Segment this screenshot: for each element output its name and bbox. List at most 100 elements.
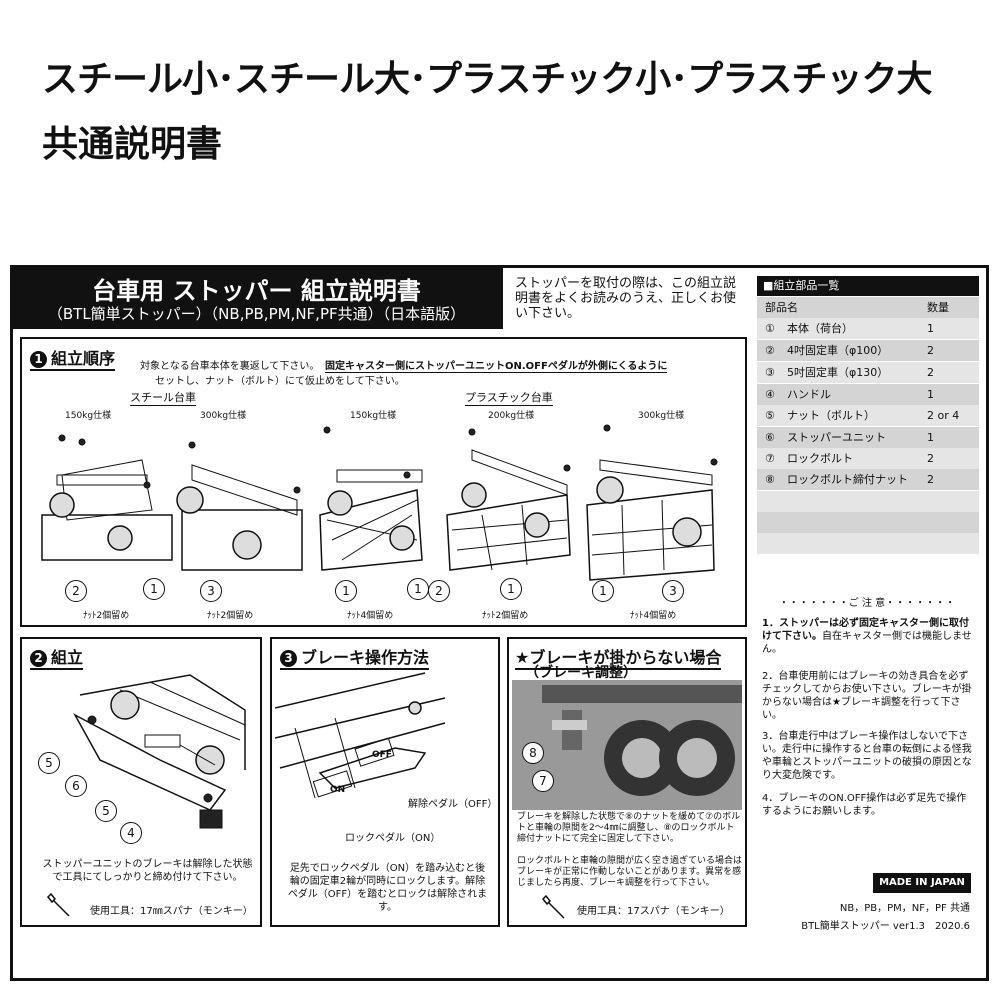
section-brake-operation [270,637,500,927]
fix-label: ﾅｯﾄ2個留め [207,611,254,621]
section1-title-text: 組立順序 [51,349,116,368]
lock-pedal-label: ロックペダル（ON） [345,833,441,844]
section4-tool: 使用工具：17スパナ（モンキー） [577,906,730,917]
callout-1: 1 [335,580,357,602]
section4-title: ★ブレーキが掛からない場合 [515,644,722,670]
document-title: スチール小･スチール大･プラスチック小･プラスチック大 [42,59,933,100]
section-assembly [20,637,262,927]
callout-3: 3 [200,580,222,602]
callout-1: 1 [407,578,429,600]
made-in-japan-badge: MADE IN JAPAN [873,873,971,893]
assembly-diagrams [41,424,718,581]
parts-row-empty [757,491,979,513]
plastic-cart-200-diagram [446,428,571,571]
callout-1: 1 [500,578,522,600]
document-subtitle: 共通説明書 [42,124,223,165]
note-emphasis: 1．ストッパーは必ず固定キャスター側に取付けて下さい。 [762,618,969,642]
parts-row: ② 4吋固定車（φ100） 2 [757,340,979,362]
note-item: 4．ブレーキのON.OFF操作は必ず足先で操作するようにお願いします。 [762,793,967,817]
note-text: 自在キャスター側では機能しません。 [762,631,972,655]
parts-row: ④ ハンドル 1 [757,384,979,406]
part-qty: 2 [927,366,934,379]
callout-2: 2 [428,580,450,602]
part-name: 本体（荷台） [787,322,853,335]
spec-label: 300kg仕様 [200,411,247,421]
footer-version: BTL簡単ストッパー ver1.3 2020.6 [801,921,970,932]
section2-number: 2 [30,650,47,667]
parts-row-empty [757,533,979,555]
pedal-on-marking: ON [330,785,346,795]
section1-number: 1 [30,351,47,368]
footer-models: NB，PB，PM，NF，PF 共通 [839,903,970,914]
callout-5: 5 [38,752,60,774]
callout-8: 8 [522,742,544,764]
intro-text: ストッパーを取付の際は、この組立説明書をよくお読みのうえ、正しくお使い下さい。 [515,276,737,321]
parts-row: ⑦ ロックボルト 2 [757,448,979,470]
part-name: ロックボルト [787,452,853,465]
wrench-icon [541,894,565,919]
fix-label: ﾅｯﾄ4個留め [630,611,677,621]
spec-label: 150kg仕様 [65,411,112,421]
spec-label: 200kg仕様 [488,411,535,421]
callout-1: 1 [592,580,614,602]
plastic-cart-300-diagram [586,424,718,581]
steel-cart-300-diagram [176,441,303,571]
part-number: ⑦ [765,452,775,465]
section2-tool: 使用工具：17㎜スパナ（モンキー） [90,906,253,917]
wrench-icon [46,892,70,917]
part-name: ハンドル [787,388,831,401]
callout-4: 4 [120,822,142,844]
assembly-detail-diagram [73,674,246,829]
note-item: 3．台車走行中はブレーキ操作はしないで下さい。走行中に操作すると台車の転倒による… [762,731,972,781]
part-number: ② [765,344,775,357]
banner-title: 台車用 ストッパー 組立説明書 [92,277,421,305]
section2-title-text: 組立 [51,648,84,667]
notes-heading: ・・・・・・・ご 注 意・・・・・・・ [778,598,956,609]
part-number: ③ [765,366,775,379]
banner-subtitle: （BTL簡単ストッパー）（NB,PB,PM,NF,PF共通）（日本語版） [47,305,466,323]
part-qty: 2 or 4 [927,409,960,422]
parts-col-name: 部品名 [765,301,798,314]
callout-7: 7 [532,770,554,792]
callout-2: 2 [65,580,87,602]
part-number: ⑧ [765,473,775,486]
part-qty: 1 [927,431,934,444]
parts-row: ③ 5吋固定車（φ130） 2 [757,362,979,384]
part-number: ⑤ [765,409,775,422]
parts-col-qty: 数量 [927,301,949,314]
note-item: 1．ストッパーは必ず固定キャスター側に取付けて下さい。自在キャスター側では機能し… [762,617,974,656]
instruction-b: 固定キャスター側にストッパーユニットON.OFFペダルが外側にくるように [325,357,668,373]
instruction-c: セットし、ナット（ボルト）にて仮止めをして下さい。 [155,376,405,387]
steel-cart-150-diagram [41,434,173,561]
brake-adjust-diagram [512,680,742,810]
section4-caption-2: ロックボルトと車輪の隙間が広く空き過ぎている場合はブレーキが正常に作動しないこと… [517,856,743,888]
parts-row: ⑧ ロックボルト締付ナット 2 [757,469,979,491]
parts-row: ① 本体（荷台） 1 [757,318,979,340]
fix-label: ﾅｯﾄ2個留め [83,611,130,621]
parts-row: ⑥ ストッパーユニット 1 [757,427,979,449]
instruction-a: 対象となる台車本体を裏返して下さい。 [140,361,320,372]
fix-label: ﾅｯﾄ2個留め [482,611,529,621]
section4-subtitle: （ブレーキ調整） [525,665,637,681]
callout-3: 3 [662,580,684,602]
callout-6: 6 [65,775,87,797]
section3-caption: 足先でロックペダル（ON）を踏み込むと後輪の固定車2輪が同時にロックします。解除… [287,863,488,913]
part-name: ストッパーユニット [787,431,886,444]
fix-label: ﾅｯﾄ4個留め [347,611,394,621]
part-qty: 2 [927,473,934,486]
part-qty: 1 [927,388,934,401]
parts-row-empty [757,512,979,534]
callout-1: 1 [143,578,165,600]
parts-list-heading: ■組立部品一覧 [757,276,979,296]
part-qty: 2 [927,344,934,357]
section3-title-text: ブレーキ操作方法 [301,648,430,667]
spec-label: 300kg仕様 [638,411,685,421]
plastic-cart-label: プラスチック台車 [465,391,553,406]
parts-list-header-row: 部品名 数量 [757,297,979,319]
part-qty: 2 [927,452,934,465]
section4-caption-1: ブレーキを解除した状態で⑧のナットを緩めて⑦のボルトと車輪の隙間を2～4㎜に調整… [517,812,741,844]
brake-pedal-diagram [275,672,446,799]
plastic-cart-150-diagram [319,426,423,571]
